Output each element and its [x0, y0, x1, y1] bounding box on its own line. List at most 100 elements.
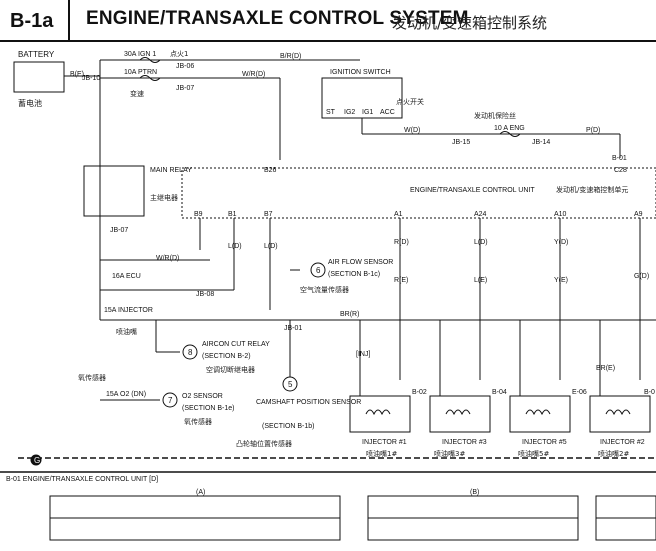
ecu-b01-top: B-01: [612, 155, 627, 162]
fuse-o2-label: 15A O2 (DN): [106, 391, 146, 398]
fuse-ign1-symbol: [139, 57, 161, 63]
main-relay-label: MAIN RELAY: [150, 167, 192, 174]
camshaft-sensor-marker: [282, 376, 298, 392]
jb-10: JB-10: [82, 75, 100, 82]
aircon-relay-label: AIRCON CUT RELAY: [202, 341, 270, 348]
connector-group-a: (A): [196, 489, 205, 496]
aircon-relay-marker: [182, 344, 198, 360]
injector-2-box: [589, 395, 651, 433]
injector-3-coil: [445, 409, 471, 416]
wire-r-d: R(D): [394, 239, 409, 246]
ign-terminal-acc: ACC: [380, 109, 395, 116]
jb-07-relay: JB-07: [110, 227, 128, 234]
injector-1-box: [349, 395, 411, 433]
airflow-sensor-label-chinese: 空气流量传感器: [300, 285, 349, 294]
ecu-pin-b9: B9: [194, 211, 203, 218]
fuse-injector-label: 15A INJECTOR: [104, 307, 153, 314]
injector-1-label: INJECTOR #1: [362, 439, 407, 446]
header-divider: [68, 0, 70, 40]
airflow-sensor-number: 6: [316, 266, 321, 275]
wire-br-r: BR(R): [340, 311, 359, 318]
ign-terminal-ig2: IG2: [344, 109, 355, 116]
wire-l-d-3: L(D): [474, 239, 488, 246]
wire-r-e: R(E): [394, 277, 408, 284]
injector-3-connector: B-04: [492, 389, 507, 396]
o2-sensor-ref: (SECTION B-1e): [182, 405, 235, 412]
jb-07: JB-07: [176, 85, 194, 92]
ecu-box: [181, 167, 656, 219]
wire-br-e: BR(E): [596, 365, 615, 372]
wire-inj: [INJ]: [356, 351, 370, 358]
battery-box: [13, 61, 65, 93]
wire-b-e: B(E): [70, 71, 84, 78]
ecu-label: ENGINE/TRANSAXLE CONTROL UNIT: [410, 187, 535, 194]
fuse-ign1-label: 30A IGN 1: [124, 51, 156, 58]
main-relay-box: [83, 165, 145, 217]
camshaft-sensor-number: 5: [288, 380, 293, 389]
page-header: B-1a ENGINE/TRANSAXLE CONTROL SYSTEM 发动机…: [0, 0, 656, 42]
aircon-relay-label-chinese: 空调切断继电器: [206, 365, 255, 374]
injector-1-coil: [365, 409, 391, 416]
wire-p-d: P(D): [586, 127, 600, 134]
main-relay-label-chinese: 主继电器: [150, 193, 178, 202]
ecu-pin-a1: A1: [394, 211, 403, 218]
injector-5-box: [509, 395, 571, 433]
ignition-switch-label: IGNITION SWITCH: [330, 69, 391, 76]
wire-l-d-2: L(D): [264, 243, 278, 250]
ecu-c28: C28: [614, 167, 627, 174]
page-title: ENGINE/TRANSAXLE CONTROL SYSTEM: [86, 8, 469, 29]
jb-14: JB-14: [532, 139, 550, 146]
fuse-eng-symbol: [499, 131, 521, 137]
airflow-sensor-ref: (SECTION B-1c): [328, 271, 380, 278]
o2-sensor-marker: [162, 392, 178, 408]
injector-3-label-chinese: 喷油嘴3#: [434, 449, 465, 458]
ecu-pin-a9: A9: [634, 211, 643, 218]
fuse-eng-label: 10 A ENG: [494, 125, 525, 132]
injector-2-connector: B-0: [644, 389, 655, 396]
battery-label-chinese: 蓄电池: [18, 98, 42, 108]
wire-g-d: G(D): [634, 273, 649, 280]
injector-2-label-chinese: 喷油嘴2#: [598, 449, 629, 458]
injector-1-connector: B-02: [412, 389, 427, 396]
page-title-chinese: 发动机/变速箱控制系统: [392, 14, 548, 32]
ign-terminal-st: ST: [326, 109, 336, 116]
o2-sensor-label: O2 SENSOR: [182, 393, 223, 400]
aircon-relay-number: 8: [188, 348, 193, 357]
wire-b-r-d: B/R(D): [280, 53, 301, 60]
fuse-ptrn-label-chinese: 变速: [130, 89, 144, 98]
camshaft-sensor-ref: (SECTION B-1b): [262, 423, 315, 430]
wire-w-r-d: W/R(D): [242, 71, 265, 78]
wire-y-d: Y(D): [554, 239, 568, 246]
wire-b26: B26: [264, 167, 277, 174]
ecu-label-chinese: 发动机/变速箱控制单元: [556, 185, 628, 194]
jb-06: JB-06: [176, 63, 194, 70]
ground-label: G: [34, 456, 40, 465]
jb-01: JB-01: [284, 325, 302, 332]
injector-5-label: INJECTOR #5: [522, 439, 567, 446]
wire-l-e: L(E): [474, 277, 487, 284]
fuse-ign1-label-chinese: 点火1: [170, 50, 188, 58]
ecu-pin-b7: B7: [264, 211, 273, 218]
connector-group-b: (B): [470, 489, 479, 496]
injector-3-box: [429, 395, 491, 433]
injector-2-label: INJECTOR #2: [600, 439, 645, 446]
jb-15: JB-15: [452, 139, 470, 146]
ecu-pin-a10: A10: [554, 211, 567, 218]
injector-5-label-chinese: 喷油嘴5#: [518, 449, 549, 458]
fuse-ptrn-symbol: [139, 75, 161, 81]
fuse-o2-label-chinese: 氧传感器: [78, 373, 106, 382]
ecu-pin-b1: B1: [228, 211, 237, 218]
fuse-ecu-label: 16A ECU: [112, 273, 141, 280]
fuse-ptrn-label: 10A PTRN: [124, 69, 157, 76]
wire-y-e: Y(E): [554, 277, 568, 284]
ignition-switch-label-chinese: 点火开关: [396, 97, 424, 106]
injector-5-connector: E-06: [572, 389, 587, 396]
connector-footer-label: B-01 ENGINE/TRANSAXLE CONTROL UNIT [D]: [6, 476, 159, 483]
o2-sensor-label-chinese: 氧传感器: [184, 417, 212, 426]
injector-2-coil: [605, 409, 631, 416]
battery-label: BATTERY: [18, 50, 55, 59]
camshaft-sensor-label-chinese: 凸轮轴位置传感器: [236, 439, 292, 448]
airflow-sensor-label: AIR FLOW SENSOR: [328, 259, 393, 266]
wire-l-d: L(D): [228, 243, 242, 250]
